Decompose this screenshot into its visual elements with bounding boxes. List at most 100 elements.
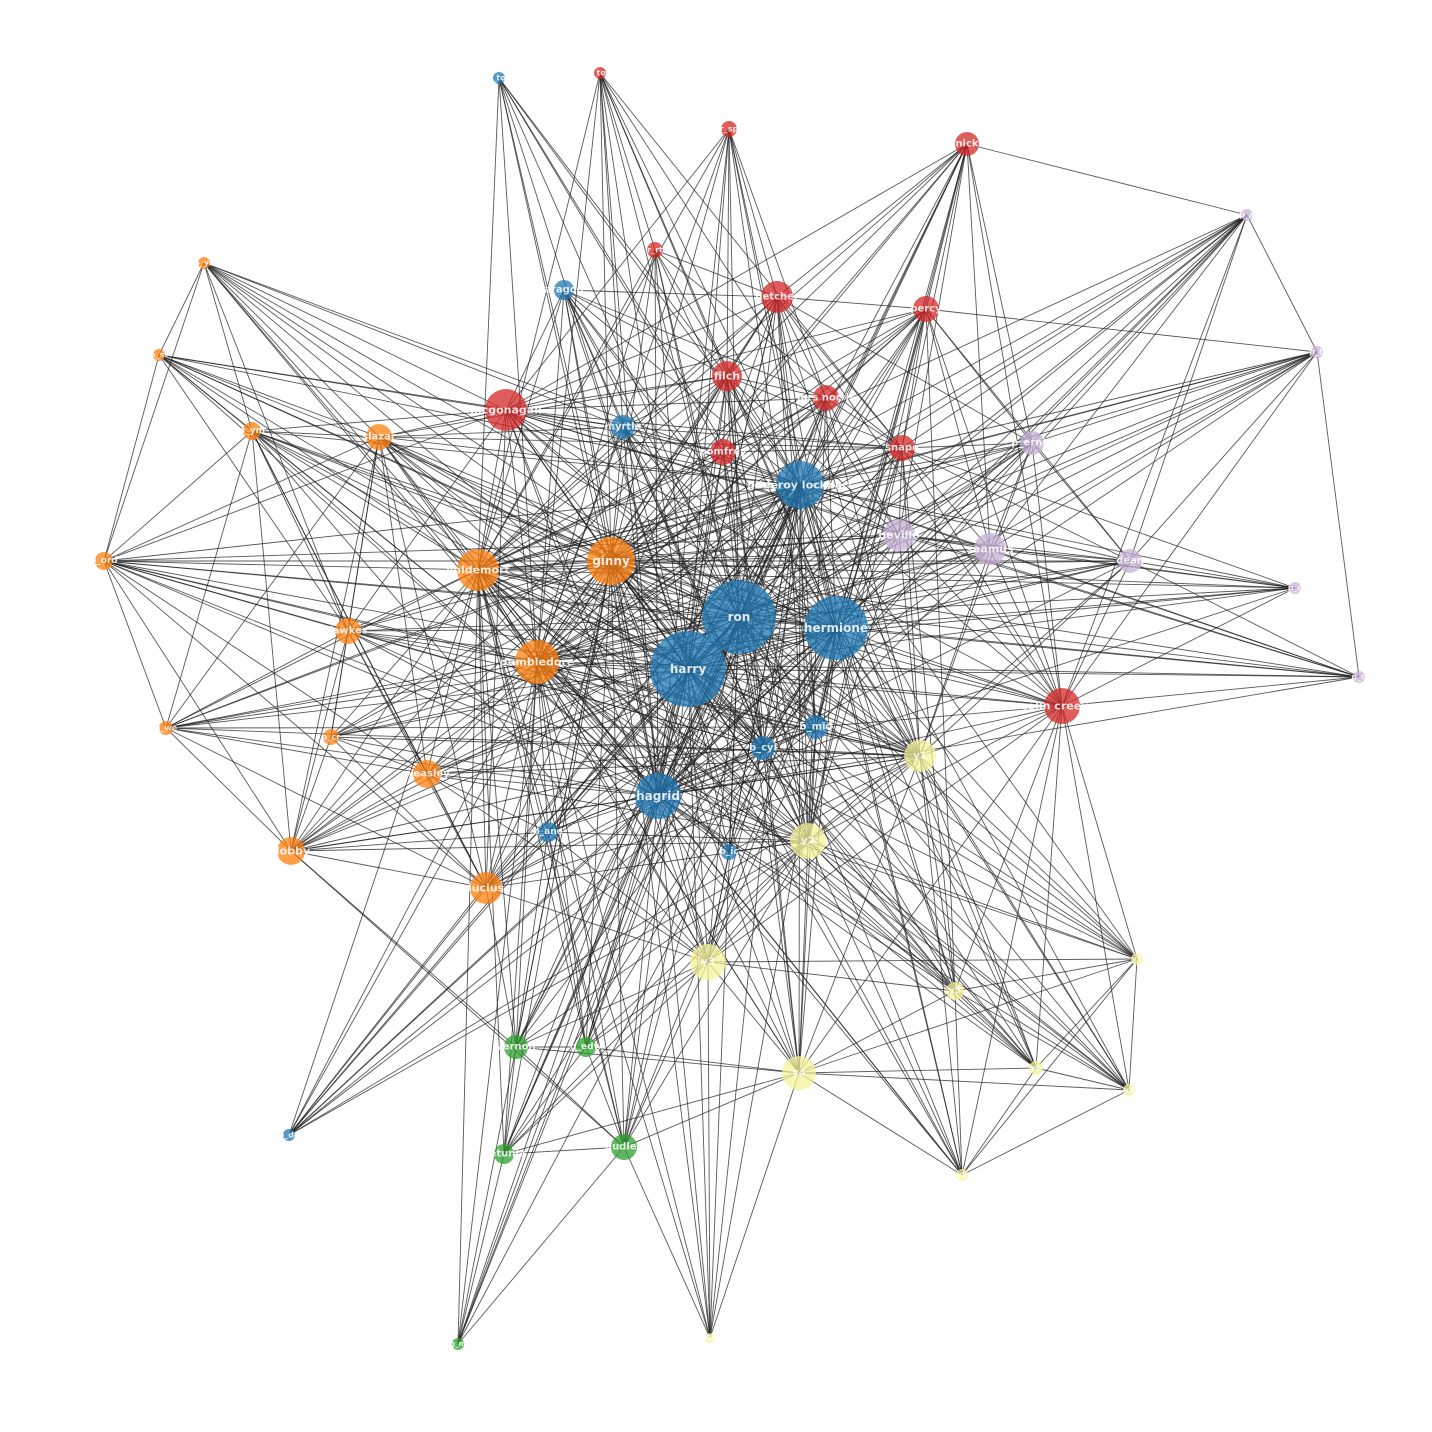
edge-voldemort-o_we [165, 569, 479, 729]
edge-harry-dudley [623, 668, 689, 1148]
edge-dumbledore-g_m [457, 661, 538, 1345]
edge-y1-y8 [919, 755, 1130, 1091]
edge-colin-percy [925, 308, 1063, 707]
edge-voldemort-r_sp [477, 128, 730, 571]
edge-dumbledore-o_ys [203, 262, 538, 663]
edge-mcgonagall-lucius [485, 409, 507, 889]
edge-y1-y4 [798, 755, 921, 1074]
edge-lucius-y1 [485, 755, 921, 889]
edge-nott-y1 [825, 397, 921, 757]
edge-b_do-b_mid [288, 726, 817, 1136]
node-circle-lockhart [776, 461, 824, 509]
node-lucius: lucius [468, 872, 505, 904]
edge-p_b-neville [898, 351, 1318, 536]
edge-harry-y10 [687, 668, 711, 1339]
node-circle-hagrid [635, 773, 681, 819]
node-y8: y8 [1123, 1084, 1135, 1096]
edge-dudley-g_m [457, 1146, 625, 1345]
node-circle-o_ord [95, 552, 113, 570]
edge-dobby-b_ano [290, 831, 549, 852]
node-circle-y7 [1131, 953, 1143, 965]
edge-y5-y9 [954, 990, 963, 1176]
edge-y4-y7 [798, 958, 1138, 1074]
edge-y3-g_edw [585, 961, 709, 1048]
edge-lockhart-o_ym [251, 430, 801, 486]
edge-ginny-y5 [610, 560, 956, 992]
edge-p_b-snape [901, 351, 1318, 449]
edge-hagrid-y8 [657, 795, 1130, 1091]
edge-harry-o_ys [203, 262, 689, 670]
node-circle-y5 [946, 982, 964, 1000]
edge-harry-fawkes [347, 630, 689, 670]
edge-hermione-p_a [835, 214, 1248, 629]
edge-filch-lucius [485, 375, 728, 889]
node-circle-b_top [493, 72, 505, 84]
edge-fawkes-dobby [290, 630, 349, 852]
edge-dobby-lucius [290, 850, 487, 889]
edge-y4-y8 [798, 1072, 1130, 1091]
node-label-snape: snape [885, 443, 919, 454]
node-label-neville: neville [878, 529, 919, 542]
node-label-nott: mrs norris [797, 393, 855, 404]
edge-ginny-o_ym [251, 430, 612, 562]
node-label-p_c: p_c [1288, 584, 1303, 593]
edge-r_top-neville [599, 72, 900, 536]
edge-lockhart-dudley [623, 484, 801, 1148]
edge-voldemort-p_a [477, 214, 1248, 571]
edge-fawkes-slazar [347, 436, 380, 632]
edge-fawkes-lucius [347, 630, 487, 889]
edge-g_edw-b_ano [547, 831, 587, 1048]
edge-fletcher-y1 [776, 296, 921, 757]
edge-o_ord-mcgonagall [103, 409, 507, 562]
edge-hagrid-lucius [485, 795, 659, 889]
edge-dumbledore-b_do [288, 661, 538, 1136]
edge-ginny-nott [610, 397, 827, 562]
edge-dumbledore-weasley [426, 661, 538, 775]
edge-b_do-b_cyl [288, 747, 764, 1136]
node-colin: colin creevey [1021, 688, 1103, 724]
edge-o_ym-y1 [251, 430, 921, 757]
edge-y2-y6 [807, 840, 1037, 1069]
edge-lockhart-dean [799, 484, 1131, 562]
edge-ron-g_m [457, 616, 740, 1345]
edge-hagrid-dean [657, 560, 1131, 797]
edge-b_top-filch [498, 77, 728, 377]
edge-y2-y8 [807, 840, 1130, 1091]
edge-aragog-nott [563, 289, 827, 399]
edge-hagrid-fletcher [657, 296, 778, 797]
edge-lockhart-y4 [798, 484, 801, 1074]
edge-o_st-fawkes [158, 354, 349, 632]
edge-neville-mcgonagall [505, 409, 900, 536]
edge-voldemort-r_rt [477, 249, 656, 571]
node-p_b: p_b [1309, 346, 1325, 358]
node-circle-hermione [804, 596, 868, 660]
node-label-weasley: weasley [404, 769, 450, 780]
node-hermione: hermione [804, 596, 868, 660]
edge-o_ys-mcgonagall [203, 262, 507, 411]
node-circle-dudley [611, 1134, 637, 1160]
edge-ron-colin [738, 616, 1063, 707]
node-label-dean: dean [1116, 556, 1144, 567]
edge-voldemort-myrtle [477, 426, 624, 571]
node-label-voldemort: voldemort [446, 564, 510, 577]
node-y4: y4 [782, 1056, 816, 1090]
edge-b_ic-y1 [728, 755, 921, 853]
edge-snape-mcgonagall [505, 409, 903, 449]
edge-weasley-lucius [426, 773, 487, 889]
edge-p_d-colin [1061, 676, 1360, 707]
node-label-o_st: o_st [150, 351, 168, 360]
edge-b_mid-y3 [707, 726, 817, 963]
node-r_rt: r_rt [647, 242, 663, 258]
edge-slazar-filch [378, 375, 728, 438]
edge-y10-dudley [623, 1146, 711, 1339]
node-label-r_sp: r_sp [720, 125, 739, 134]
node-circle-ron [702, 580, 776, 654]
node-label-lockhart: gilderoy lockhart [747, 479, 853, 492]
edge-ron-mcgonagall [505, 409, 740, 618]
edge-ginny-pomfrey [610, 451, 724, 562]
edge-dumbledore-percy [536, 308, 927, 663]
edge-filch-myrtle [622, 375, 728, 428]
node-o_cr: o_cr [322, 729, 340, 745]
edge-y3-petunia [503, 961, 709, 1155]
node-y7: y7 [1131, 953, 1143, 965]
